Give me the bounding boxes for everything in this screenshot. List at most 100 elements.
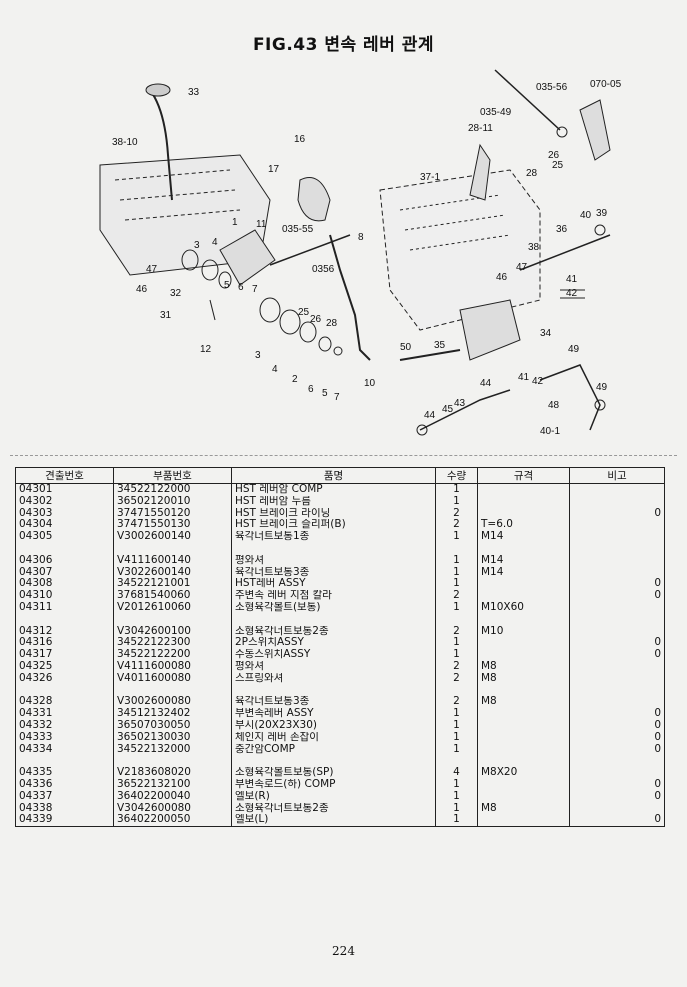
svg-text:28: 28 bbox=[326, 318, 338, 329]
cell-spec bbox=[477, 755, 570, 768]
cell-part-name: 부변속레버 ASSY bbox=[231, 708, 436, 720]
cell-code: 04304 bbox=[15, 519, 114, 532]
cell-code: 04337 bbox=[15, 790, 114, 803]
cell-code: 04336 bbox=[15, 778, 114, 791]
cell-part-number: 36502120010 bbox=[113, 495, 232, 508]
cell-spec: M10 bbox=[477, 625, 570, 638]
cell-quantity: 1 bbox=[435, 814, 478, 828]
cell-spec bbox=[477, 708, 570, 720]
svg-text:7: 7 bbox=[252, 284, 258, 295]
separator-line bbox=[10, 455, 677, 466]
svg-text:2: 2 bbox=[292, 374, 298, 385]
svg-text:10: 10 bbox=[364, 378, 376, 389]
figure-title: FIG.43 변속 레버 관계 bbox=[252, 35, 435, 55]
cell-quantity: 1 bbox=[435, 778, 478, 791]
cell-part-number: 34522121001 bbox=[113, 578, 232, 591]
cell-part-number bbox=[113, 684, 232, 697]
cell-note bbox=[569, 660, 665, 673]
cell-quantity bbox=[435, 542, 478, 555]
cell-note bbox=[569, 684, 665, 697]
svg-text:28: 28 bbox=[526, 168, 538, 179]
cell-part-number bbox=[113, 755, 232, 768]
cell-spec: M14 bbox=[477, 566, 570, 579]
cell-part-number: 36507030050 bbox=[113, 719, 232, 732]
table-row bbox=[15, 613, 665, 626]
cell-spec: M14 bbox=[477, 554, 570, 567]
cell-part-name: HST 레버암 COMP bbox=[231, 483, 436, 496]
table-header-row: 견출번호 부품번호 품명 수량 규격 비고 bbox=[15, 467, 665, 484]
cell-code: 04316 bbox=[15, 637, 114, 650]
svg-text:035-55: 035-55 bbox=[282, 224, 314, 235]
cell-part-number: 34522132000 bbox=[113, 743, 232, 756]
svg-text:47: 47 bbox=[516, 262, 528, 273]
cell-part-number: 36522132100 bbox=[113, 778, 232, 791]
svg-text:26: 26 bbox=[548, 150, 560, 161]
table-row bbox=[15, 542, 665, 555]
svg-text:070-05: 070-05 bbox=[590, 79, 622, 90]
cell-quantity: 1 bbox=[435, 802, 478, 815]
svg-text:37-1: 37-1 bbox=[420, 172, 440, 183]
svg-text:8: 8 bbox=[358, 232, 364, 243]
cell-note: 0 bbox=[569, 719, 665, 732]
cell-part-number: 37471550130 bbox=[113, 519, 232, 532]
cell-code: 04328 bbox=[15, 696, 114, 709]
cell-spec bbox=[477, 483, 570, 496]
cell-code: 04308 bbox=[15, 578, 114, 591]
cell-part-name: 중간암COMP bbox=[231, 743, 436, 756]
cell-quantity: 1 bbox=[435, 649, 478, 661]
cell-note: 0 bbox=[569, 708, 665, 720]
cell-note: 0 bbox=[569, 814, 665, 828]
svg-text:4: 4 bbox=[272, 364, 278, 375]
cell-part-name: 육각너트보통3종 bbox=[231, 566, 436, 579]
cell-note bbox=[569, 483, 665, 496]
svg-text:45: 45 bbox=[442, 404, 454, 415]
cell-quantity: 1 bbox=[435, 637, 478, 650]
cell-quantity: 2 bbox=[435, 507, 478, 520]
svg-text:35: 35 bbox=[434, 340, 446, 351]
cell-part-number: V3022600140 bbox=[113, 566, 232, 579]
cell-note: 0 bbox=[569, 590, 665, 602]
svg-text:25: 25 bbox=[552, 160, 564, 171]
cell-part-number bbox=[113, 613, 232, 626]
cell-part-name: 체인지 레버 손잡이 bbox=[231, 731, 436, 744]
cell-spec bbox=[477, 743, 570, 756]
cell-part-name: 부시(20X23X30) bbox=[231, 719, 436, 732]
svg-text:43: 43 bbox=[454, 398, 466, 409]
cell-note: 0 bbox=[569, 507, 665, 520]
cell-quantity: 1 bbox=[435, 483, 478, 496]
table-row bbox=[15, 755, 665, 768]
svg-text:28-11: 28-11 bbox=[468, 123, 493, 134]
cell-part-name bbox=[231, 684, 436, 697]
cell-code: 04317 bbox=[15, 649, 114, 661]
cell-quantity: 1 bbox=[435, 578, 478, 591]
cell-part-name: 소형육각너트보통2종 bbox=[231, 802, 436, 815]
svg-text:46: 46 bbox=[496, 272, 508, 283]
cell-quantity: 1 bbox=[435, 708, 478, 720]
cell-part-number: V2012610060 bbox=[113, 601, 232, 614]
cell-part-number: 36502130030 bbox=[113, 731, 232, 744]
cell-spec bbox=[477, 684, 570, 697]
cell-quantity: 2 bbox=[435, 625, 478, 638]
cell-part-number: 36402200050 bbox=[113, 814, 232, 828]
cell-part-name: 스프링와셔 bbox=[231, 672, 436, 685]
cell-part-number: 37471550120 bbox=[113, 507, 232, 520]
cell-quantity: 4 bbox=[435, 767, 478, 779]
cell-part-name: 2P스위치ASSY bbox=[231, 637, 436, 650]
cell-code: 04334 bbox=[15, 743, 114, 756]
cell-part-name: 주변속 레버 지점 칼라 bbox=[231, 590, 436, 602]
cell-part-name bbox=[231, 613, 436, 626]
svg-text:48: 48 bbox=[548, 400, 560, 411]
cell-quantity bbox=[435, 755, 478, 768]
cell-quantity: 1 bbox=[435, 601, 478, 614]
cell-note bbox=[569, 519, 665, 532]
svg-text:41: 41 bbox=[518, 372, 530, 383]
svg-text:34: 34 bbox=[540, 328, 552, 339]
